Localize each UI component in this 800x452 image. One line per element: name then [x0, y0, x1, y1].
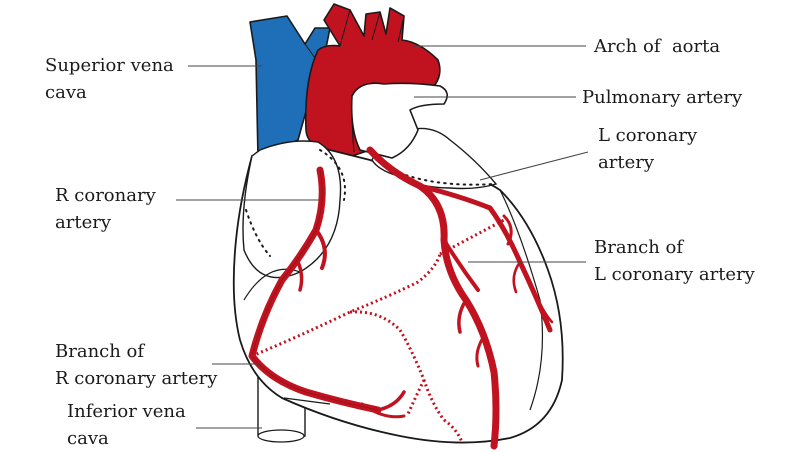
- label-branch-of-l-coronary-artery: Branch of L coronary artery: [594, 234, 755, 288]
- label-r-coronary-artery-line1: R coronary: [55, 185, 156, 206]
- label-arch-of-aorta: Arch of aorta: [594, 33, 720, 60]
- l-coronary-artery: [366, 146, 554, 450]
- label-inferior-vena-cava-line1: Inferior vena: [67, 401, 186, 422]
- label-l-coronary-artery-line1: L coronary: [598, 125, 698, 146]
- label-branch-of-r-coronary-artery: Branch of R coronary artery: [55, 338, 217, 392]
- label-pulmonary-artery-line1: Pulmonary artery: [582, 87, 743, 108]
- label-branch-of-l-coronary-artery-line1: Branch of: [594, 237, 684, 258]
- label-branch-of-r-coronary-artery-line1: Branch of: [55, 341, 145, 362]
- label-inferior-vena-cava-line2: cava: [67, 428, 109, 449]
- label-arch-of-aorta-line1: Arch of aorta: [594, 36, 721, 57]
- posterior-coronary-branches: [251, 218, 505, 443]
- label-l-coronary-artery: L coronary artery: [598, 122, 697, 176]
- leader-l-coronary-artery: [479, 151, 589, 181]
- label-pulmonary-artery: Pulmonary artery: [582, 84, 742, 111]
- label-r-coronary-artery-line2: artery: [55, 212, 111, 233]
- label-branch-of-l-coronary-artery-line2: L coronary artery: [594, 264, 755, 285]
- r-coronary-artery-outline: [251, 169, 379, 411]
- label-r-coronary-artery: R coronary artery: [55, 182, 156, 236]
- r-coronary-artery: [248, 166, 406, 419]
- leader-lines: [176, 45, 589, 429]
- label-branch-of-r-coronary-artery-line2: R coronary artery: [55, 368, 218, 389]
- label-superior-vena-cava-line1: Superior vena: [45, 55, 174, 76]
- label-l-coronary-artery-line2: artery: [598, 152, 654, 173]
- label-superior-vena-cava: Superior vena cava: [45, 52, 174, 106]
- label-inferior-vena-cava: Inferior vena cava: [67, 398, 186, 452]
- label-superior-vena-cava-line2: cava: [45, 82, 87, 103]
